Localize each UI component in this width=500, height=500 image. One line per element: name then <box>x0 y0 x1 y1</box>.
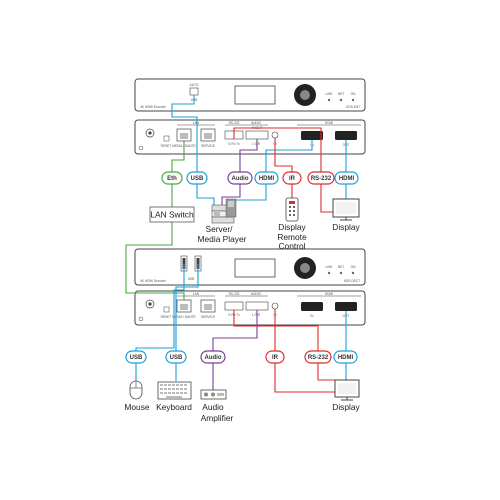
tag-ir-top-text: IR <box>289 176 296 182</box>
decoder-front-model: KDS-DEC7 <box>344 279 360 283</box>
svg-text:SERVICE: SERVICE <box>201 144 215 148</box>
remote-label-line2: Remote <box>277 232 307 242</box>
tag-ir-bottom: IR <box>265 350 285 364</box>
amplifier-label-line1: Audio <box>202 402 224 412</box>
decoder-ir-port <box>271 302 279 310</box>
decoder-front-title: 4K HDMI Decoder <box>140 279 167 283</box>
decoder-reset-button <box>163 306 170 313</box>
tag-eth-text: Eth <box>167 176 177 182</box>
svg-text:RESET: RESET <box>161 315 172 319</box>
tag-usb-top: USB <box>186 171 208 185</box>
tag-hdmi-out-top: HDMI <box>334 171 359 185</box>
decoder-rear-panel: RESET MEDIA / DANTE SERVICE LAN RS-232 A… <box>134 290 366 326</box>
svg-text:IN: IN <box>310 314 314 318</box>
tag-usb-keyboard: USB <box>165 350 187 364</box>
display-bottom-label: Display <box>332 402 360 412</box>
svg-text:MEDIA / DANTE: MEDIA / DANTE <box>172 315 195 319</box>
svg-text:LAN: LAN <box>193 292 200 296</box>
decoder-led-net: NET <box>338 265 344 269</box>
amplifier-label-line2: Amplifier <box>201 413 234 423</box>
tag-usb-keyboard-text: USB <box>170 355 183 361</box>
display-top-label: Display <box>332 222 360 232</box>
display-bottom-icon <box>334 379 360 401</box>
tag-hdmi-out-top-text: HDMI <box>339 176 355 182</box>
mouse-label: Mouse <box>124 402 149 412</box>
svg-text:L G R: L G R <box>252 313 261 317</box>
decoder-usb-label: USB <box>188 277 195 281</box>
tag-usb-top-text: USB <box>191 176 204 182</box>
svg-text:AUTO: AUTO <box>190 83 199 87</box>
tag-ir-top: IR <box>282 171 302 185</box>
svg-text:AUDIO: AUDIO <box>251 292 262 296</box>
lan-link-cable <box>125 222 185 300</box>
server-label-line1: Server/ <box>206 224 234 234</box>
encoder-front-title: 4K HDMI Encoder <box>140 105 167 109</box>
remote-label-line1: Display <box>278 222 306 232</box>
server-label-line2: Media Player <box>198 234 247 244</box>
encoder-rear-panel: RESET MEDIA / DANTE SERVICE LAN RS-232 A… <box>134 119 366 155</box>
tag-rs232-bottom: RS-232 <box>304 350 332 364</box>
encoder-rear-section-label: HDMI <box>325 121 333 125</box>
encoder-front-panel: AUTO USB LINK NET ON 4K HDMI Encoder KDS… <box>134 78 366 112</box>
encoder-hdmi-out-port <box>335 131 357 140</box>
decoder-audio-terminal <box>245 301 269 311</box>
encoder-front-model: KDS-EN7 <box>346 105 360 109</box>
keyboard-icon <box>157 381 192 400</box>
decoder-led-link: LINK <box>325 265 333 269</box>
decoder-rs232-terminal <box>224 301 244 311</box>
svg-text:RESET: RESET <box>161 144 172 148</box>
remote-control-icon <box>285 197 299 222</box>
decoder-led-on: ON <box>351 265 356 269</box>
svg-text:SERVICE: SERVICE <box>201 315 215 319</box>
tag-usb-mouse-text: USB <box>130 355 143 361</box>
decoder-hdmi-in-port <box>301 302 323 311</box>
tag-audio-top-text: Audio <box>232 176 249 182</box>
decoder-display-window <box>234 258 276 278</box>
tag-audio-top: Audio <box>227 171 253 185</box>
encoder-audio-terminal <box>245 130 269 140</box>
tag-rs232-top-text: RS-232 <box>311 176 332 182</box>
top-cables <box>171 95 347 213</box>
tag-audio-bottom-text: Audio <box>205 355 222 361</box>
decoder-rear-section-label: HDMI <box>325 292 333 296</box>
svg-text:L G R: L G R <box>252 142 261 146</box>
encoder-reset-button <box>163 135 170 142</box>
encoder-ir-port <box>271 131 279 139</box>
keyboard-label: Keyboard <box>156 402 192 412</box>
svg-text:RS-232: RS-232 <box>229 292 240 296</box>
audio-amplifier-icon <box>200 389 227 400</box>
display-top-icon <box>332 198 360 221</box>
svg-text:AUDIO: AUDIO <box>251 121 262 125</box>
lan-switch-label: LAN Switch <box>150 210 194 220</box>
encoder-led-net: NET <box>338 92 344 96</box>
decoder-front-panel: USB LINK NET ON 4K HDMI Decoder KDS-DEC7 <box>134 248 366 286</box>
svg-text:LAN: LAN <box>193 121 200 125</box>
remote-label-line3: Control <box>279 241 306 251</box>
encoder-led-on: ON <box>351 92 356 96</box>
tag-audio-bottom: Audio <box>200 350 226 364</box>
encoder-led-link: LINK <box>325 92 333 96</box>
tag-ir-bottom-text: IR <box>272 355 279 361</box>
tag-hdmi-top-text: HDMI <box>259 176 275 182</box>
tag-hdmi-top: HDMI <box>254 171 279 185</box>
tag-hdmi-bottom-text: HDMI <box>338 355 354 361</box>
encoder-hdmi-in-port <box>301 131 323 140</box>
decoder-hdmi-out-port <box>335 302 357 311</box>
tag-eth: Eth <box>161 171 183 185</box>
svg-text:RS-232: RS-232 <box>229 121 240 125</box>
svg-text:G Rx Tx: G Rx Tx <box>228 142 240 146</box>
bottom-cables <box>135 264 347 393</box>
tag-usb-mouse: USB <box>125 350 147 364</box>
encoder-display-window <box>234 85 276 105</box>
lan-switch: LAN Switch <box>149 206 195 223</box>
tag-hdmi-bottom: HDMI <box>333 350 358 364</box>
mouse-icon <box>129 380 143 400</box>
tag-rs232-bottom-text: RS-232 <box>308 355 329 361</box>
tag-rs232-top: RS-232 <box>307 171 335 185</box>
server-icon <box>211 198 237 224</box>
encoder-usb-port <box>189 87 199 96</box>
